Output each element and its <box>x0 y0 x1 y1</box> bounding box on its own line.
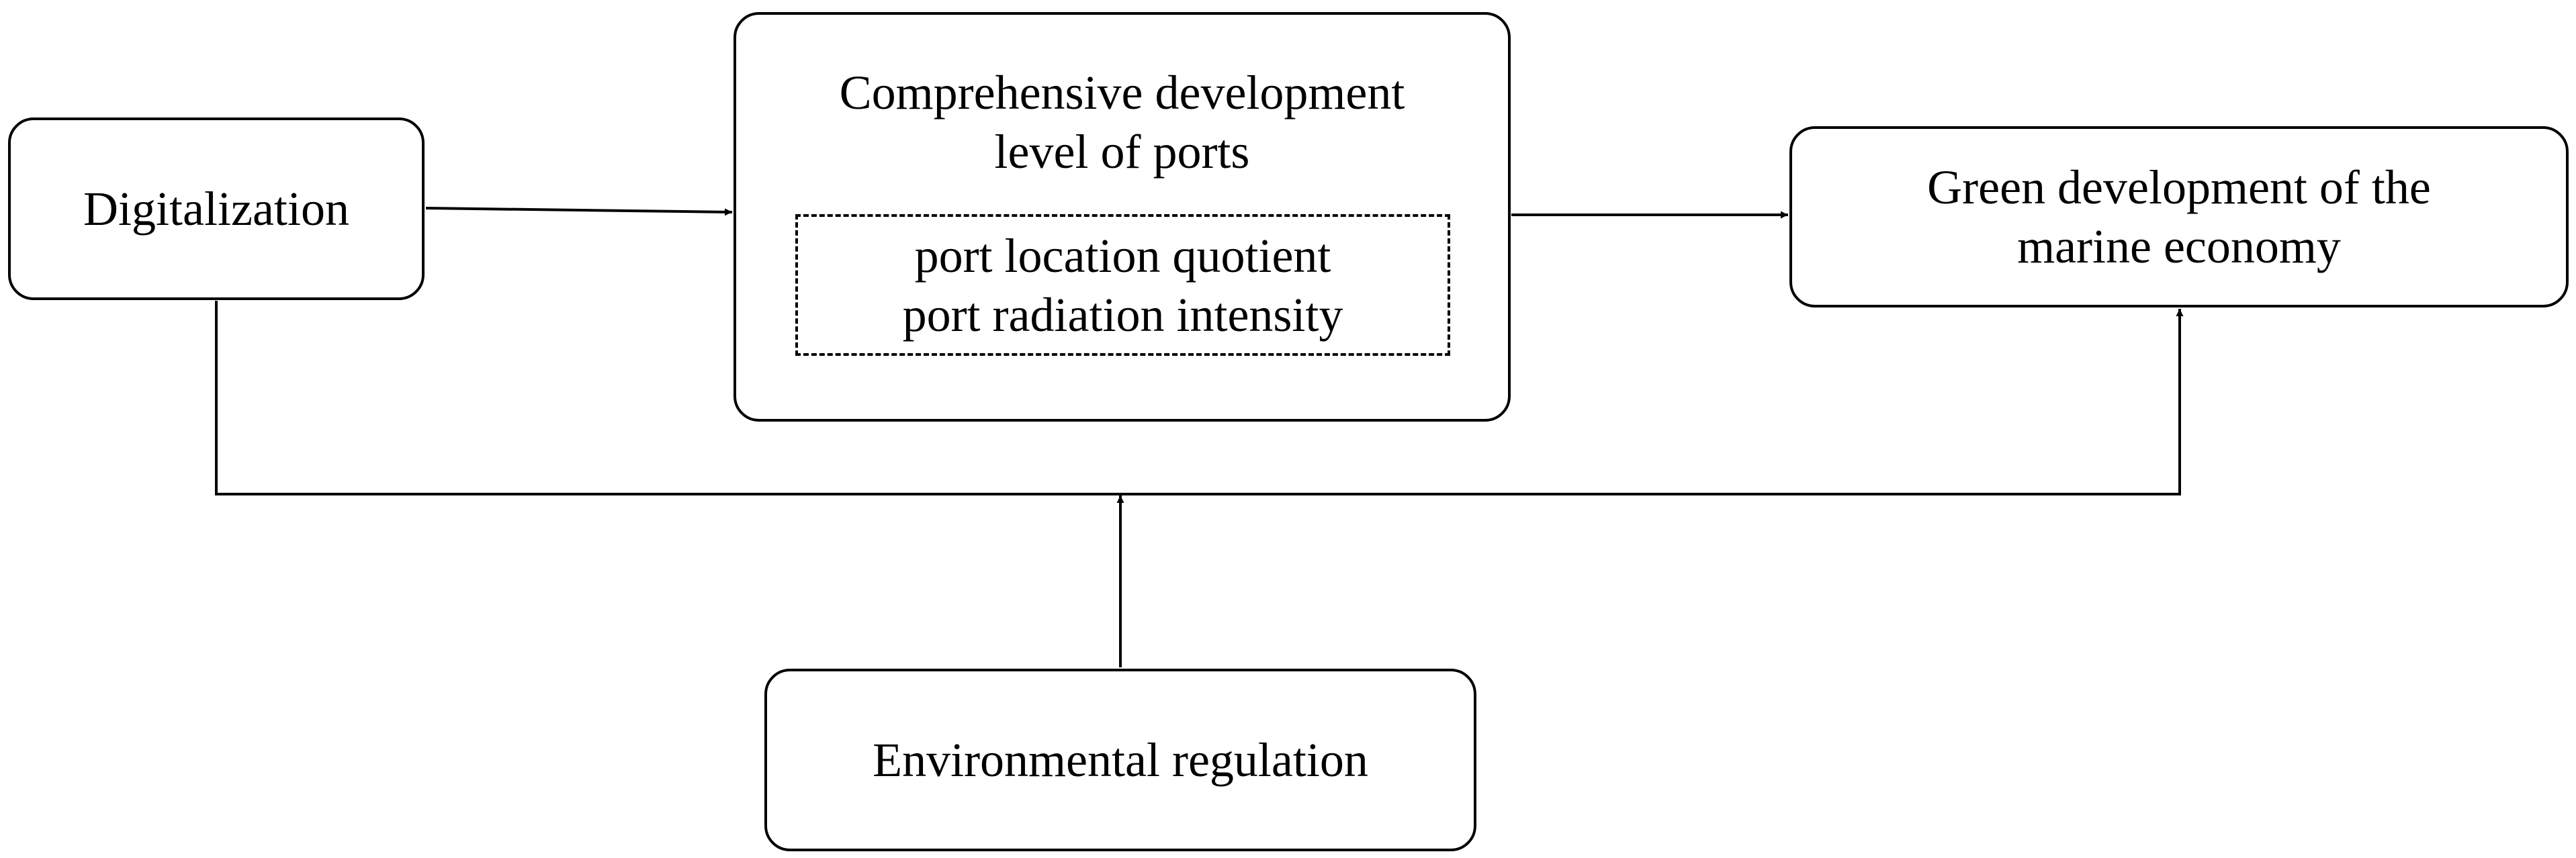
node-digitalization-label: Digitalization <box>83 182 349 236</box>
port-indicator-location-quotient: port location quotient <box>914 228 1331 283</box>
node-environmental-regulation: Environmental regulation <box>764 669 1476 851</box>
arrow-digitalization-to-green-direct <box>215 301 2184 495</box>
arrow-digitalization-to-ports <box>425 207 733 216</box>
node-port-development-title-line-1: Comprehensive development <box>839 66 1405 120</box>
node-green-development: Green development of the marine economy <box>1789 126 2569 307</box>
node-port-development: Comprehensive development level of ports… <box>734 12 1511 422</box>
node-environmental-regulation-label: Environmental regulation <box>873 733 1368 787</box>
node-green-development-line-2: marine economy <box>2017 220 2341 273</box>
port-indicator-radiation-intensity: port radiation intensity <box>902 287 1343 342</box>
node-digitalization: Digitalization <box>8 117 425 300</box>
node-port-development-title-line-2: level of ports <box>994 125 1250 179</box>
node-green-development-line-1: Green development of the <box>1927 160 2431 214</box>
port-indicators-dashed-box: port location quotient port radiation in… <box>795 214 1450 356</box>
